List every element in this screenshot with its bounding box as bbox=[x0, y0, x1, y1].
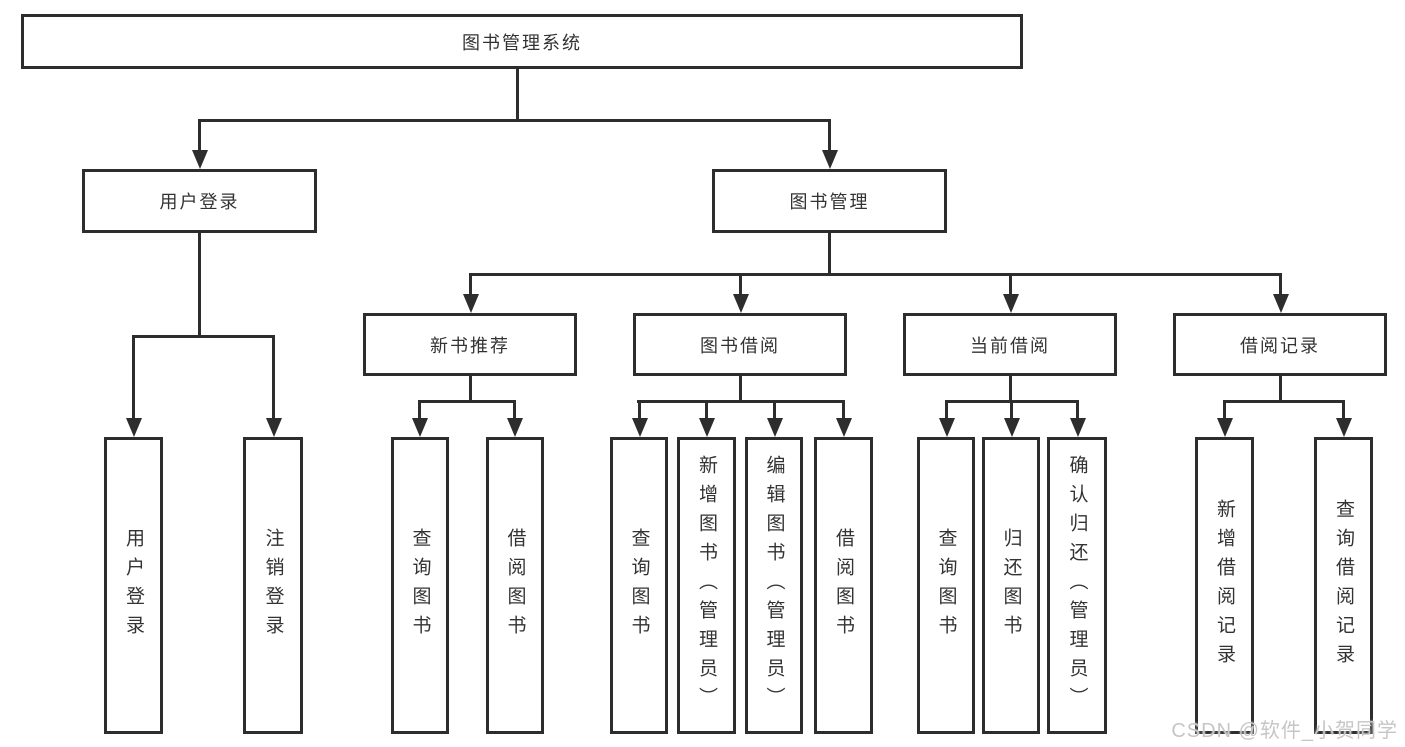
node-label: 借阅图书 bbox=[504, 527, 526, 644]
node-label: 借阅记录 bbox=[1240, 335, 1320, 356]
leaf-add-books-admin: 新增图书（管理员） bbox=[677, 437, 736, 734]
leaf-query-books-current: 查询图书 bbox=[917, 437, 975, 734]
node-label: 注销登录 bbox=[262, 527, 284, 644]
node-label: 编辑图书（管理员） bbox=[763, 455, 785, 716]
node-current-borrowing: 当前借阅 bbox=[903, 313, 1117, 376]
connector-line bbox=[773, 400, 776, 420]
arrow-down-icon bbox=[733, 294, 749, 313]
arrow-down-icon bbox=[1070, 418, 1086, 437]
arrow-down-icon bbox=[126, 418, 142, 437]
arrow-down-icon bbox=[507, 418, 523, 437]
node-new-book-recommendation: 新书推荐 bbox=[363, 313, 577, 376]
connector-line bbox=[945, 400, 948, 420]
connector-line bbox=[513, 400, 516, 420]
node-label: 查询图书 bbox=[628, 527, 650, 644]
arrow-down-icon bbox=[1003, 294, 1019, 313]
connector-line bbox=[637, 400, 845, 403]
arrow-down-icon bbox=[836, 418, 852, 437]
node-user-login: 用户登录 bbox=[82, 169, 317, 233]
node-library-management-system: 图书管理系统 bbox=[21, 14, 1023, 69]
node-label: 借阅图书 bbox=[833, 527, 854, 644]
connector-line bbox=[272, 335, 275, 420]
arrow-down-icon bbox=[767, 418, 783, 437]
connector-line bbox=[132, 335, 135, 420]
arrow-down-icon bbox=[632, 418, 648, 437]
node-label: 新书推荐 bbox=[430, 335, 510, 356]
arrow-down-icon bbox=[939, 418, 955, 437]
connector-line bbox=[1279, 375, 1282, 400]
leaf-query-books-recommend: 查询图书 bbox=[391, 437, 449, 734]
connector-line bbox=[198, 119, 201, 152]
node-label: 图书借阅 bbox=[700, 335, 780, 356]
connector-line bbox=[418, 400, 421, 420]
node-label: 查询图书 bbox=[409, 527, 431, 644]
connector-line bbox=[198, 233, 201, 335]
connector-line bbox=[198, 119, 831, 122]
arrow-down-icon bbox=[699, 418, 715, 437]
connector-line bbox=[469, 273, 472, 296]
arrow-down-icon bbox=[266, 418, 282, 437]
leaf-query-books-borrowing: 查询图书 bbox=[610, 437, 668, 734]
leaf-logout: 注销登录 bbox=[243, 437, 303, 734]
connector-line bbox=[1076, 400, 1079, 420]
arrow-down-icon bbox=[1217, 418, 1233, 437]
connector-line bbox=[739, 273, 742, 296]
connector-line bbox=[132, 335, 275, 338]
connector-line bbox=[739, 375, 742, 400]
connector-line bbox=[516, 69, 519, 119]
leaf-edit-books-admin: 编辑图书（管理员） bbox=[745, 437, 803, 734]
node-label: 用户登录 bbox=[159, 192, 240, 212]
arrow-down-icon bbox=[412, 418, 428, 437]
leaf-confirm-return-admin: 确认归还（管理员） bbox=[1047, 437, 1107, 734]
node-label: 查询借阅记录 bbox=[1333, 498, 1354, 673]
connector-line bbox=[1009, 273, 1012, 296]
leaf-add-borrow-record: 新增借阅记录 bbox=[1195, 437, 1254, 734]
connector-line bbox=[1009, 375, 1012, 400]
connector-line bbox=[469, 375, 472, 400]
connector-line bbox=[828, 119, 831, 152]
connector-line bbox=[705, 400, 708, 420]
arrow-down-icon bbox=[822, 150, 838, 169]
leaf-borrow-books: 借阅图书 bbox=[814, 437, 873, 734]
node-label: 新增借阅记录 bbox=[1214, 498, 1235, 673]
leaf-borrow-books-recommend: 借阅图书 bbox=[486, 437, 544, 734]
node-label: 查询图书 bbox=[935, 527, 957, 644]
watermark: CSDN @软件_小贺同学 bbox=[1171, 720, 1398, 742]
node-label: 新增图书（管理员） bbox=[696, 455, 717, 716]
leaf-query-borrow-record: 查询借阅记录 bbox=[1314, 437, 1373, 734]
node-book-borrowing: 图书借阅 bbox=[633, 313, 847, 376]
arrow-down-icon bbox=[192, 150, 208, 169]
node-label: 用户登录 bbox=[123, 527, 144, 644]
connector-line bbox=[828, 233, 831, 273]
arrow-down-icon bbox=[1004, 418, 1020, 437]
connector-line bbox=[1223, 400, 1345, 403]
connector-line bbox=[842, 400, 845, 420]
node-book-management: 图书管理 bbox=[712, 169, 947, 233]
connector-line bbox=[1342, 400, 1345, 420]
connector-line bbox=[1010, 400, 1013, 420]
node-label: 归还图书 bbox=[1000, 527, 1022, 644]
leaf-return-books: 归还图书 bbox=[982, 437, 1040, 734]
arrow-down-icon bbox=[463, 294, 479, 313]
leaf-user-login: 用户登录 bbox=[104, 437, 163, 734]
node-borrowing-records: 借阅记录 bbox=[1173, 313, 1387, 376]
connector-line bbox=[418, 400, 516, 403]
connector-line bbox=[638, 400, 641, 420]
connector-line bbox=[469, 273, 1281, 276]
node-label: 确认归还（管理员） bbox=[1066, 455, 1088, 716]
arrow-down-icon bbox=[1336, 418, 1352, 437]
node-label: 图书管理 bbox=[789, 192, 870, 212]
arrow-down-icon bbox=[1273, 294, 1289, 313]
connector-line bbox=[1279, 273, 1282, 296]
node-label: 图书管理系统 bbox=[462, 32, 582, 53]
node-label: 当前借阅 bbox=[970, 335, 1050, 356]
connector-line bbox=[1223, 400, 1226, 420]
